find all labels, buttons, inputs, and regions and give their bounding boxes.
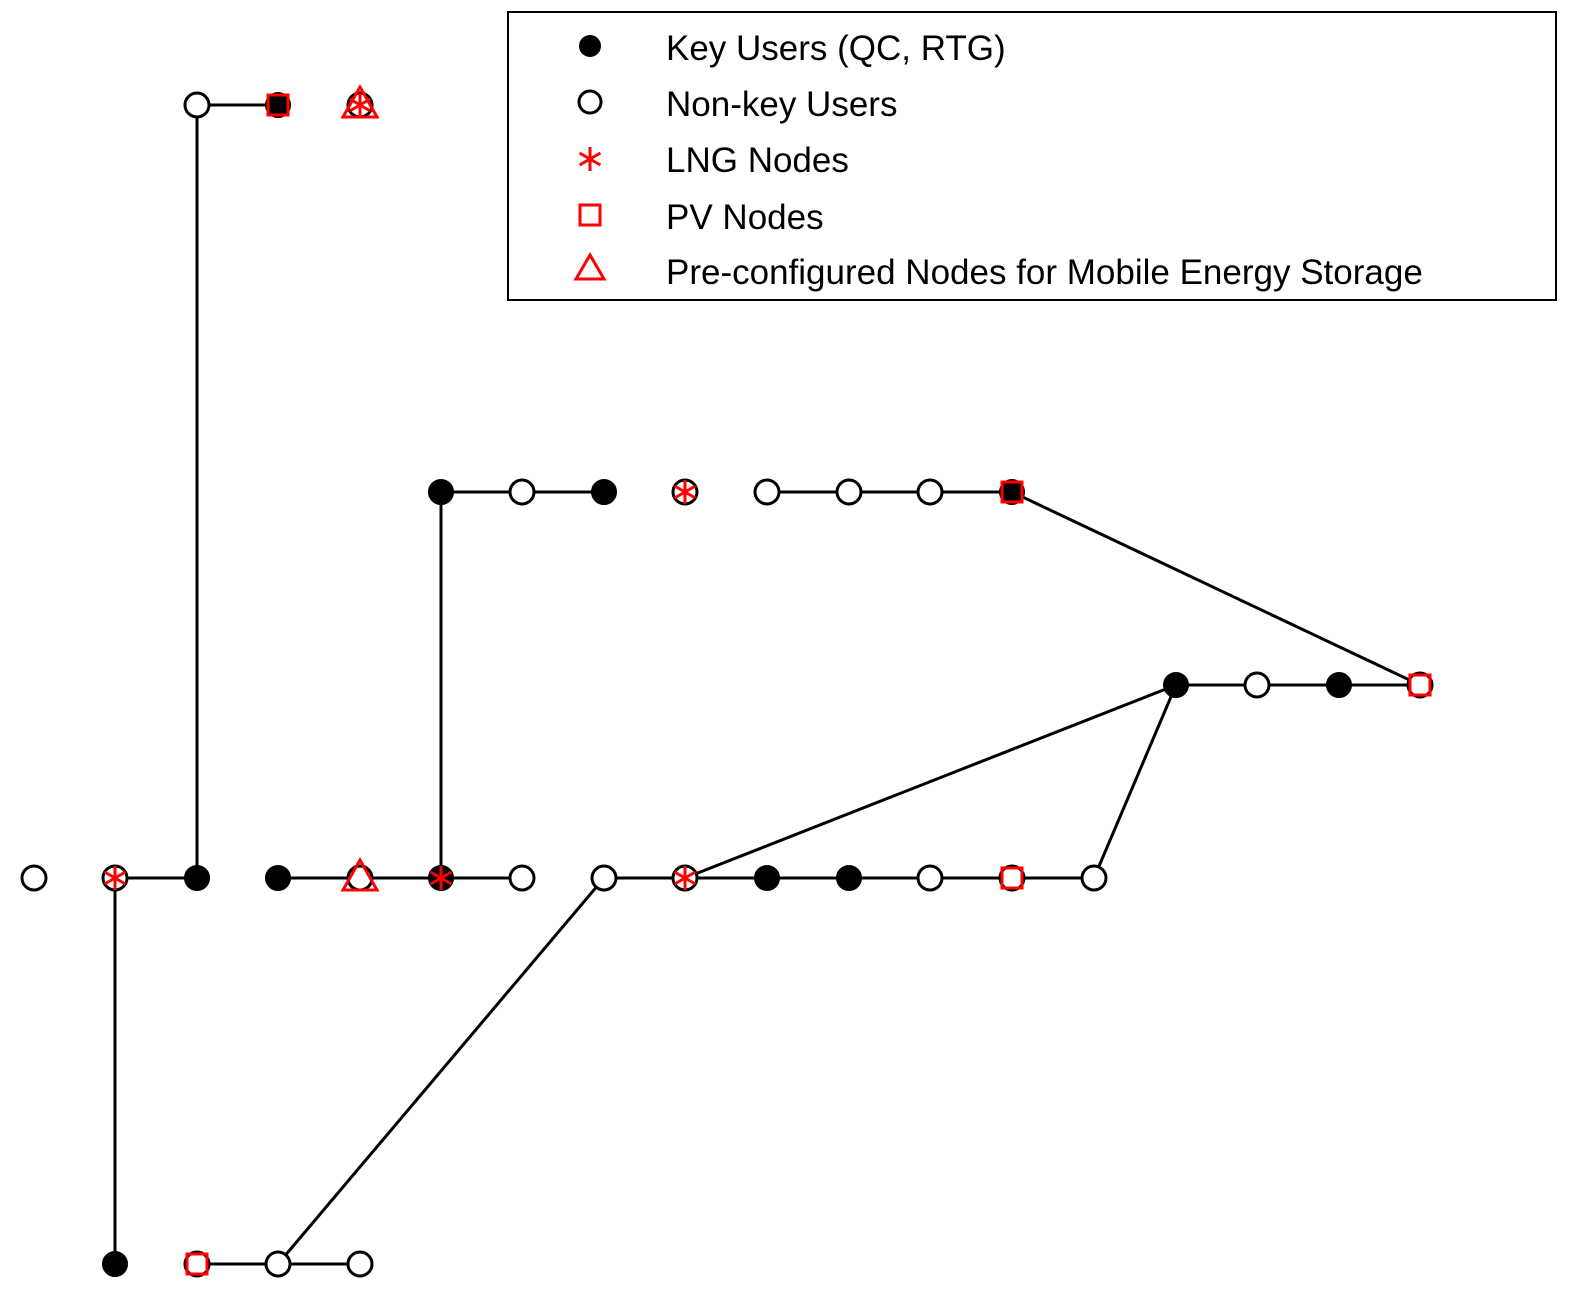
non-key-user-marker — [508, 864, 536, 892]
node-r0 — [1163, 672, 1189, 698]
node-u7 — [999, 479, 1025, 505]
non-key-user-marker — [183, 91, 211, 119]
non-key-user-marker — [916, 478, 944, 506]
mobile-storage-marker — [340, 856, 380, 892]
non-key-user-marker — [346, 864, 374, 892]
node-m7 — [590, 864, 618, 892]
node-m13 — [1080, 864, 1108, 892]
key-user-marker — [265, 865, 291, 891]
legend-entry-lng-nodes: LNG Nodes — [578, 141, 849, 180]
edge-m13-r0 — [1092, 684, 1178, 879]
edge-m8-r0 — [684, 683, 1177, 880]
node-m11 — [916, 864, 944, 892]
node-u2 — [591, 479, 617, 505]
node-m0 — [20, 864, 48, 892]
key-user-marker — [428, 479, 454, 505]
non-key-user-marker — [1080, 864, 1108, 892]
edge-b2-m7 — [276, 877, 606, 1265]
square-icon — [578, 203, 602, 227]
node-b3 — [346, 1250, 374, 1278]
pv-marker — [185, 1252, 209, 1276]
node-u5 — [835, 478, 863, 506]
non-key-user-marker — [183, 1250, 211, 1278]
pv-marker — [1408, 673, 1432, 697]
legend-label-key-users: Key Users (QC, RTG) — [666, 29, 1006, 68]
node-r1 — [1243, 671, 1271, 699]
legend-label-lng-nodes: LNG Nodes — [666, 141, 849, 180]
filled-circle-icon — [579, 35, 601, 57]
open-circle-icon — [577, 89, 603, 115]
legend-label-non-key-users: Non-key Users — [666, 85, 897, 124]
key-user-marker — [102, 1251, 128, 1277]
node-r3 — [1406, 671, 1434, 699]
node-b0 — [102, 1251, 128, 1277]
node-m3 — [265, 865, 291, 891]
node-m9 — [754, 865, 780, 891]
non-key-user-marker — [346, 1250, 374, 1278]
non-key-user-marker — [916, 864, 944, 892]
non-key-user-marker — [998, 864, 1026, 892]
key-user-marker — [754, 865, 780, 891]
key-user-marker — [591, 479, 617, 505]
mobile-storage-marker — [340, 83, 380, 119]
legend-label-pv-nodes: PV Nodes — [666, 198, 824, 237]
node-b2 — [264, 1250, 292, 1278]
asterisk-icon — [578, 147, 602, 171]
non-key-user-marker — [835, 478, 863, 506]
non-key-user-marker — [1406, 671, 1434, 699]
nodes-layer — [20, 83, 1434, 1278]
key-user-marker — [999, 479, 1025, 505]
pv-marker — [266, 93, 290, 117]
node-u6 — [916, 478, 944, 506]
pv-marker — [1000, 480, 1024, 504]
legend-entry-pv-nodes: PV Nodes — [578, 198, 824, 237]
non-key-user-marker — [508, 478, 536, 506]
key-user-marker — [265, 92, 291, 118]
lng-marker — [673, 480, 697, 504]
node-t2 — [340, 83, 380, 119]
lng-marker — [673, 866, 697, 890]
legend-entry-mobile-storage: Pre-configured Nodes for Mobile Energy S… — [573, 252, 1423, 292]
non-key-user-marker — [264, 1250, 292, 1278]
key-user-marker — [1163, 672, 1189, 698]
key-user-marker — [836, 865, 862, 891]
edge-u7-r3 — [1011, 490, 1421, 687]
key-user-marker — [184, 865, 210, 891]
node-m4 — [340, 856, 380, 892]
non-key-user-marker — [590, 864, 618, 892]
key-user-marker — [1326, 672, 1352, 698]
node-u4 — [753, 478, 781, 506]
node-u3 — [671, 478, 699, 506]
lng-marker — [103, 866, 127, 890]
node-m6 — [508, 864, 536, 892]
non-key-user-marker — [1243, 671, 1271, 699]
triangle-icon — [573, 252, 607, 281]
legend-entry-non-key-users: Non-key Users — [577, 85, 897, 124]
node-r2 — [1326, 672, 1352, 698]
legend-box — [507, 11, 1557, 301]
pv-marker — [1000, 866, 1024, 890]
non-key-user-marker — [20, 864, 48, 892]
node-u0 — [428, 479, 454, 505]
node-t0 — [183, 91, 211, 119]
node-m12 — [998, 864, 1026, 892]
node-b1 — [183, 1250, 211, 1278]
non-key-user-marker — [753, 478, 781, 506]
node-m1 — [101, 864, 129, 892]
node-m2 — [184, 865, 210, 891]
legend-entry-key-users: Key Users (QC, RTG) — [579, 29, 1006, 68]
legend: Key Users (QC, RTG) Non-key Users LNG No… — [507, 11, 1557, 301]
node-m5 — [428, 865, 454, 891]
node-t1 — [265, 92, 291, 118]
lng-marker — [429, 866, 453, 890]
legend-label-mobile-storage: Pre-configured Nodes for Mobile Energy S… — [666, 253, 1423, 292]
node-m10 — [836, 865, 862, 891]
node-m8 — [671, 864, 699, 892]
node-u1 — [508, 478, 536, 506]
